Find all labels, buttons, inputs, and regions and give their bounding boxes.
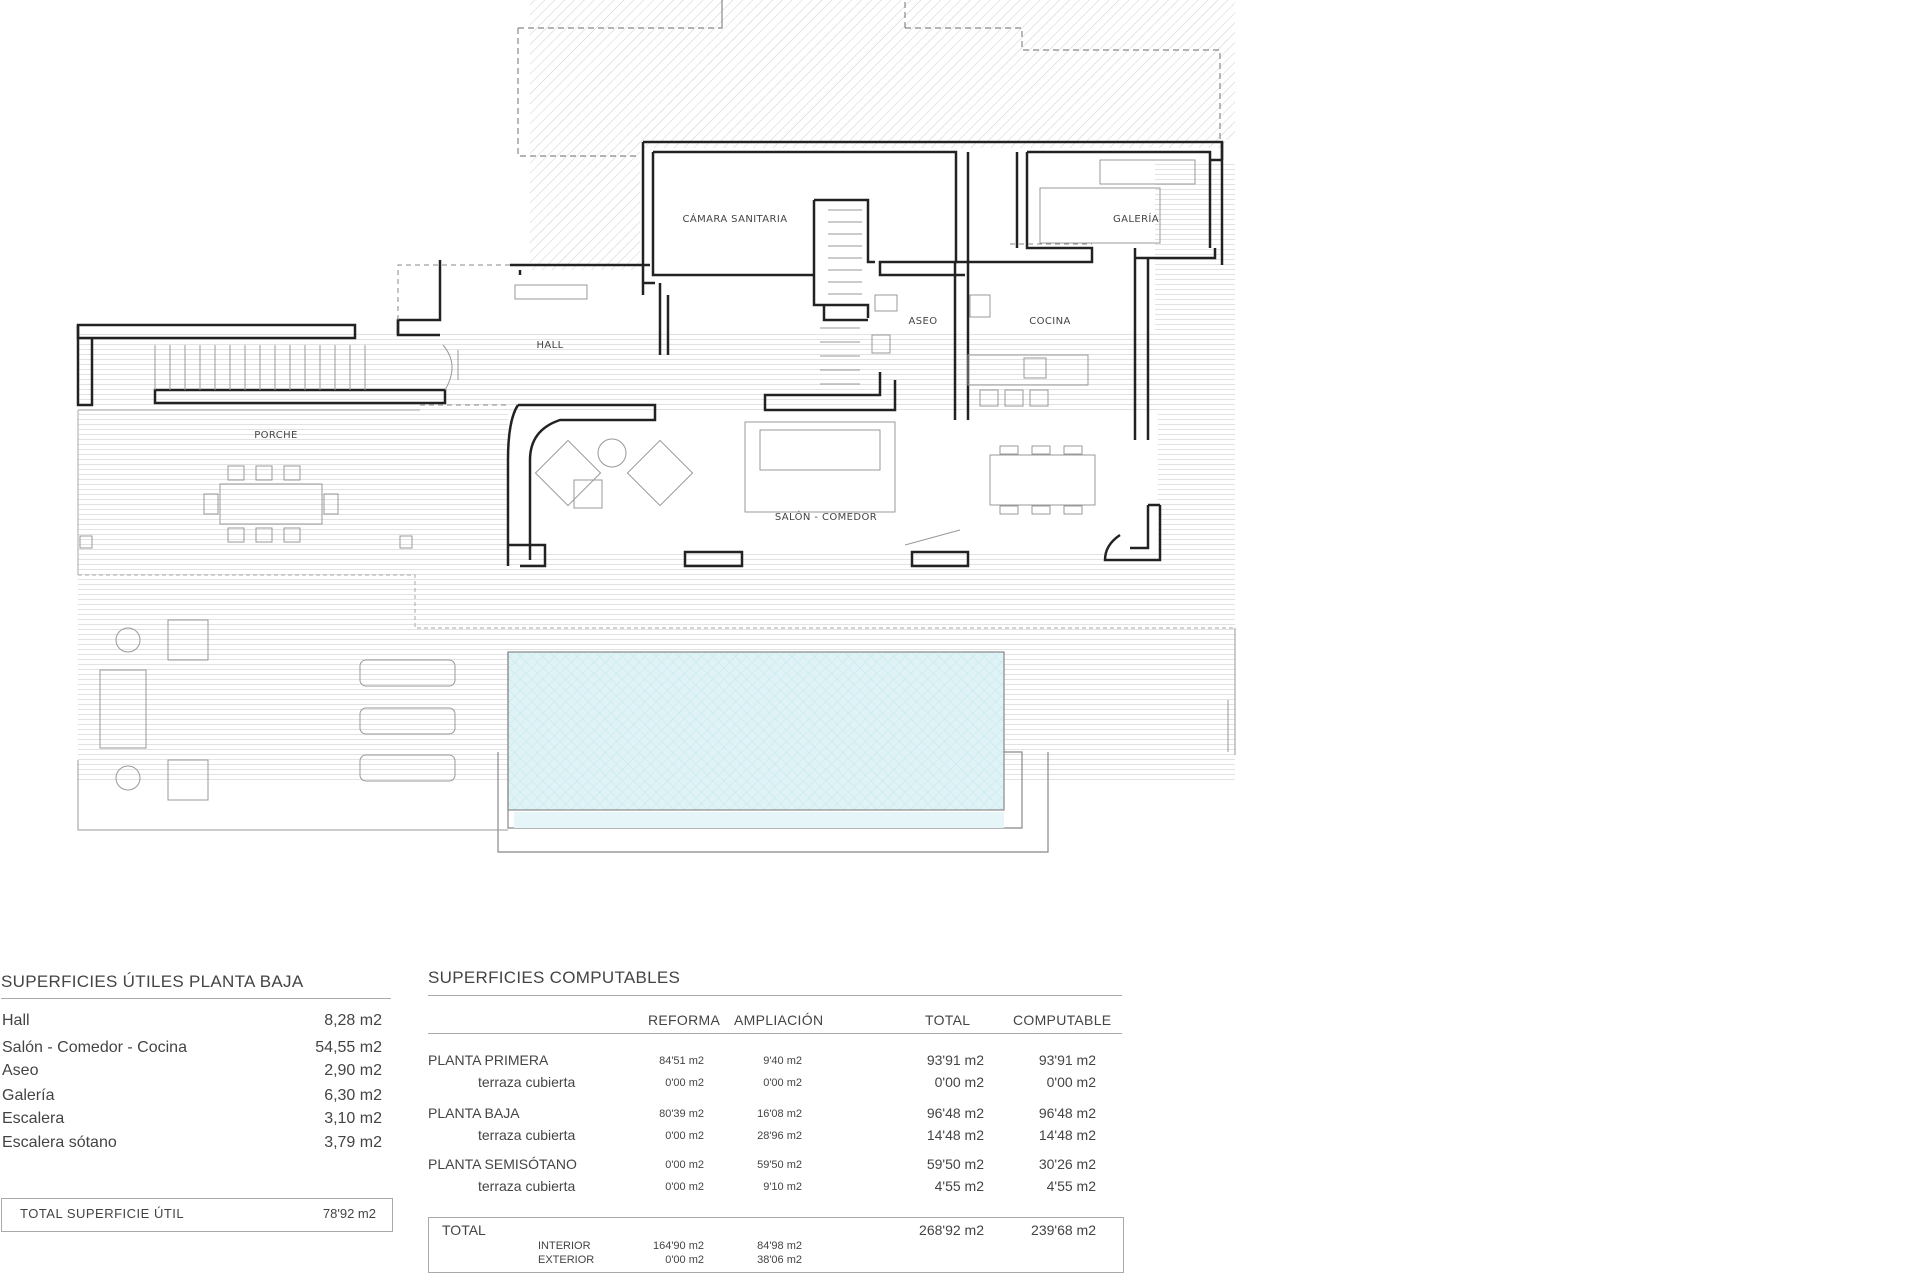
- util-row-name: Escalera: [2, 1110, 65, 1127]
- room-label-salon-comedor: SALÓN - COMEDOR: [775, 510, 877, 523]
- comp-row-reforma: 84'51 m2: [659, 1055, 704, 1067]
- comp-header-total: TOTAL: [925, 1012, 971, 1028]
- comp-row-name: terraza cubierta: [478, 1178, 576, 1194]
- comp-row-total: 0'00 m2: [934, 1074, 984, 1090]
- comp-row-ampliacion: 9'40 m2: [763, 1055, 802, 1067]
- swimming-pool: [77, 651, 1049, 853]
- comp-row-name: terraza cubierta: [478, 1127, 576, 1143]
- room-label-camara-sanitaria: CÁMARA SANITARIA: [683, 212, 788, 225]
- comp-row-name: terraza cubierta: [478, 1074, 576, 1090]
- util-total-box: [1, 1198, 393, 1232]
- util-row-value: 3,10 m2: [324, 1110, 382, 1127]
- util-row-value: 2,90 m2: [324, 1062, 382, 1079]
- comp-row-reforma: 80'39 m2: [659, 1108, 704, 1120]
- util-title-rule: [1, 998, 391, 999]
- util-total-label: TOTAL SUPERFICIE ÚTIL: [20, 1206, 185, 1221]
- walls: [76, 140, 1224, 568]
- comp-header-rule: [428, 1033, 1122, 1034]
- comp-header-reforma: REFORMA: [648, 1012, 721, 1028]
- util-row-name: Hall: [2, 1012, 30, 1029]
- comp-row-computable: 93'91 m2: [1038, 1052, 1096, 1068]
- comp-total-total: 268'92 m2: [919, 1222, 984, 1238]
- comp-row-computable: 30'26 m2: [1038, 1156, 1096, 1172]
- comp-row-total: 93'91 m2: [926, 1052, 984, 1068]
- comp-row-computable: 14'48 m2: [1038, 1127, 1096, 1143]
- terrain-hatch: [517, 0, 1235, 270]
- comp-row-name: PLANTA BAJA: [428, 1105, 520, 1121]
- comp-row-computable: 96'48 m2: [1038, 1105, 1096, 1121]
- comp-table-title: SUPERFICIES COMPUTABLES: [428, 968, 681, 987]
- comp-interior-ampliacion: 84'98 m2: [757, 1240, 802, 1252]
- comp-exterior-reforma: 0'00 m2: [665, 1254, 704, 1266]
- room-label-galeria: GALERÍA: [1113, 212, 1159, 225]
- room-label-cocina: COCINA: [1029, 316, 1071, 327]
- comp-total-box: [428, 1217, 1124, 1273]
- comp-row-total: 59'50 m2: [926, 1156, 984, 1172]
- comp-interior-label: INTERIOR: [538, 1240, 591, 1252]
- comp-header-ampliacion: AMPLIACIÓN: [734, 1012, 824, 1028]
- comp-exterior-label: EXTERIOR: [538, 1254, 595, 1266]
- comp-row-ampliacion: 28'96 m2: [757, 1130, 802, 1142]
- room-label-hall: HALL: [536, 340, 563, 351]
- util-row-name: Galería: [2, 1087, 55, 1104]
- room-label-aseo: ASEO: [909, 316, 938, 327]
- util-table-title: SUPERFICIES ÚTILES PLANTA BAJA: [1, 972, 304, 991]
- room-label-porche: PORCHE: [254, 430, 298, 441]
- comp-row-total: 4'55 m2: [934, 1178, 984, 1194]
- comp-row-reforma: 0'00 m2: [665, 1077, 704, 1089]
- staircase: [154, 209, 862, 390]
- comp-row-ampliacion: 0'00 m2: [763, 1077, 802, 1089]
- comp-title-rule: [428, 995, 1122, 996]
- util-row-name: Escalera sótano: [2, 1134, 117, 1151]
- util-total-value: 78'92 m2: [322, 1206, 376, 1221]
- comp-row-name: PLANTA SEMISÓTANO: [428, 1156, 577, 1172]
- util-row-value: 54,55 m2: [315, 1039, 382, 1056]
- util-row-value: 8,28 m2: [324, 1012, 382, 1029]
- dashed-outlines: [397, 243, 1092, 406]
- util-row-value: 3,79 m2: [324, 1134, 382, 1151]
- comp-interior-reforma: 164'90 m2: [652, 1240, 704, 1252]
- comp-row-total: 96'48 m2: [926, 1105, 984, 1121]
- comp-row-name: PLANTA PRIMERA: [428, 1052, 549, 1068]
- furniture: [79, 159, 1196, 801]
- util-row-name: Salón - Comedor - Cocina: [2, 1039, 187, 1056]
- util-row-value: 6,30 m2: [324, 1087, 382, 1104]
- comp-row-ampliacion: 59'50 m2: [757, 1159, 802, 1171]
- comp-row-reforma: 0'00 m2: [665, 1159, 704, 1171]
- comp-header-computable: COMPUTABLE: [1013, 1012, 1112, 1028]
- util-row-name: Aseo: [2, 1062, 39, 1079]
- comp-row-computable: 0'00 m2: [1046, 1074, 1096, 1090]
- comp-row-ampliacion: 9'10 m2: [763, 1181, 802, 1193]
- comp-row-reforma: 0'00 m2: [665, 1181, 704, 1193]
- comp-total-computable: 239'68 m2: [1031, 1222, 1096, 1238]
- comp-row-ampliacion: 16'08 m2: [757, 1108, 802, 1120]
- comp-exterior-ampliacion: 38'06 m2: [757, 1254, 802, 1266]
- comp-row-reforma: 0'00 m2: [665, 1130, 704, 1142]
- comp-row-computable: 4'55 m2: [1046, 1178, 1096, 1194]
- comp-row-total: 14'48 m2: [926, 1127, 984, 1143]
- comp-total-label: TOTAL: [442, 1222, 486, 1238]
